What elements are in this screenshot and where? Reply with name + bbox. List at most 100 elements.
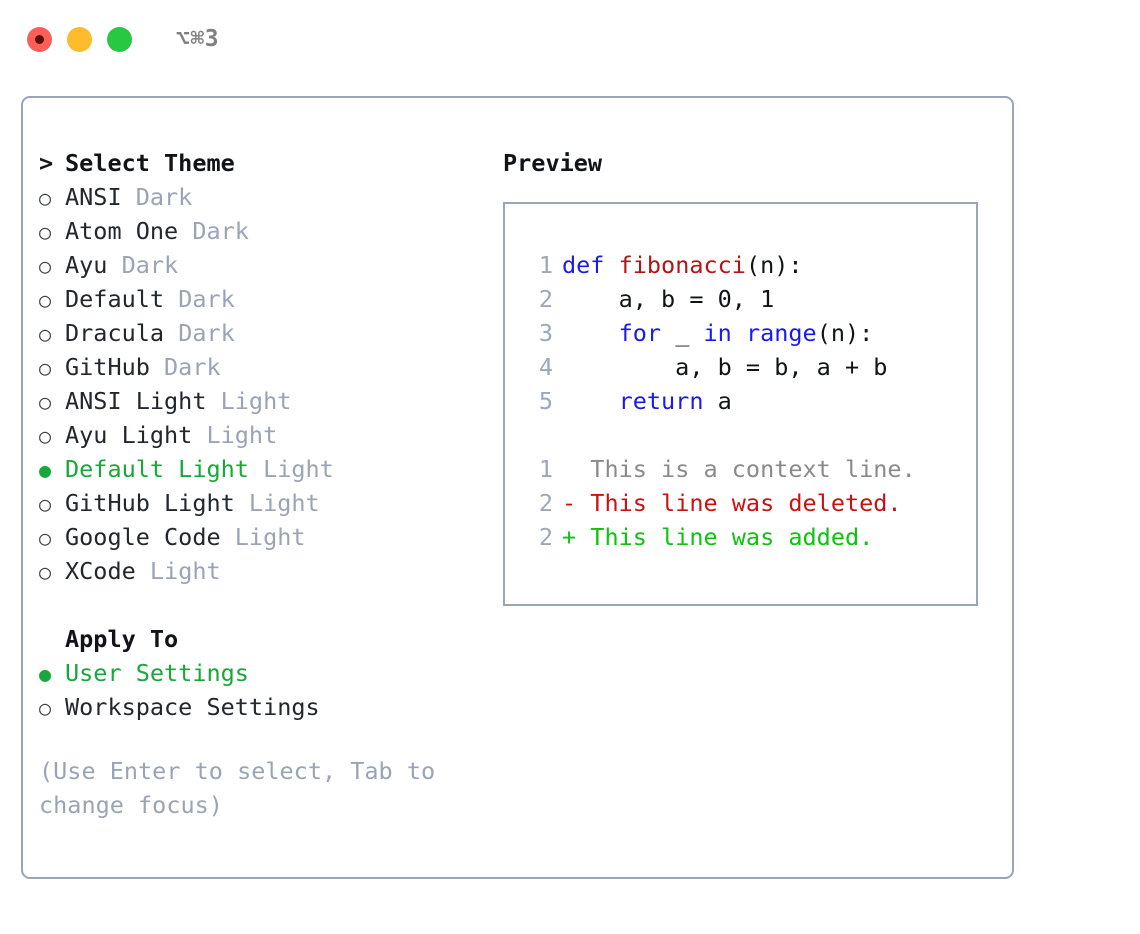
traffic-light-buttons — [27, 26, 132, 52]
theme-option-ayu-light[interactable]: ○ Ayu Light Light — [39, 418, 493, 452]
theme-option-variant-badge: Light — [192, 421, 278, 449]
diff-line-number: 2 — [538, 489, 553, 517]
radio-unselected-icon: ○ — [39, 288, 52, 312]
theme-option-label: Default Light — [65, 455, 249, 483]
code-line-content: a, b = 0, 1 — [562, 282, 775, 316]
diff-sign: + — [562, 523, 577, 551]
code-token-plain — [562, 319, 619, 347]
code-token-plain — [732, 319, 746, 347]
code-token-kw: return — [618, 387, 704, 415]
theme-option-ayu[interactable]: ○ Ayu Dark — [39, 248, 493, 282]
diff-line-del: 2- This line was deleted. — [523, 486, 976, 520]
keyboard-hint: (Use Enter to select, Tab to change focu… — [39, 754, 459, 822]
theme-selector-card: > Select Theme ○ANSI Dark○Atom One Dark○… — [21, 96, 1014, 879]
code-line-number: 2 — [538, 285, 553, 313]
diff-line-add: 2+ This line was added. — [523, 520, 976, 554]
theme-option-github-light[interactable]: ○GitHub Light Light — [39, 486, 493, 520]
theme-option-label: Ayu — [65, 251, 108, 279]
list-spacer — [39, 588, 493, 622]
radio-selected-icon: ● — [39, 458, 52, 482]
apply-to-option-user-settings[interactable]: ●User Settings — [39, 656, 493, 690]
radio-unselected-icon: ○ — [39, 526, 52, 550]
theme-option-label: Google Code — [65, 523, 221, 551]
keyboard-shortcut-label: ⌥⌘3 — [176, 26, 220, 52]
code-line-content: return a — [562, 384, 732, 418]
diff-sample: 1 This is a context line.2- This line wa… — [523, 452, 976, 554]
radio-unselected-icon: ○ — [39, 390, 52, 414]
theme-option-variant-badge: Dark — [164, 319, 235, 347]
close-button[interactable] — [27, 26, 52, 52]
theme-option-label: ANSI — [65, 183, 122, 211]
theme-option-label: Dracula — [65, 319, 165, 347]
theme-option-atom-one[interactable]: ○ Atom One Dark — [39, 214, 493, 248]
minimize-button[interactable] — [67, 26, 92, 52]
radio-unselected-icon: ○ — [39, 254, 52, 278]
code-diff-spacer — [523, 418, 976, 452]
theme-option-variant-badge: Light — [248, 455, 334, 483]
theme-option-variant-badge: Dark — [121, 183, 193, 211]
diff-line-ctx: 1 This is a context line. — [523, 452, 976, 486]
radio-unselected-icon: ○ — [39, 424, 52, 448]
radio-unselected-icon: ○ — [39, 560, 52, 584]
code-token-plain: _ — [661, 319, 704, 347]
theme-option-ansi[interactable]: ○ ANSI Dark — [39, 180, 493, 214]
code-line-number: 3 — [538, 319, 553, 347]
blank-marker — [39, 622, 65, 656]
code-line: 3 for _ in range(n): — [523, 316, 976, 350]
theme-option-label: ANSI Light — [65, 387, 207, 415]
select-theme-heading-label: Select Theme — [65, 149, 235, 177]
code-token-plain: a, b = 0, 1 — [562, 285, 775, 313]
code-token-kw: for — [618, 319, 662, 347]
theme-option-ansi-light[interactable]: ○ ANSI Light Light — [39, 384, 493, 418]
diff-sign — [562, 452, 576, 486]
radio-unselected-icon: ○ — [39, 220, 52, 244]
diff-line-text: This is a context line. — [576, 455, 916, 483]
theme-option-variant-badge: Dark — [164, 285, 235, 313]
code-line-content: def fibonacci(n): — [562, 248, 803, 282]
theme-option-default[interactable]: ○ Default Dark — [39, 282, 493, 316]
caret-icon: > — [39, 149, 54, 177]
code-line-number: 5 — [538, 387, 553, 415]
theme-option-variant-badge: Light — [234, 489, 320, 517]
apply-to-option-label: Workspace Settings — [65, 693, 320, 721]
theme-option-label: Default — [65, 285, 165, 313]
theme-option-xcode[interactable]: ○XCode Light — [39, 554, 493, 588]
keyboard-hint-line-2: change focus) — [39, 791, 223, 819]
code-token-kw: def — [562, 251, 605, 279]
maximize-button[interactable] — [107, 26, 132, 52]
radio-unselected-icon: ○ — [39, 356, 52, 380]
code-line-content: for _ in range(n): — [562, 316, 874, 350]
code-token-plain: (n): — [816, 319, 874, 347]
theme-option-variant-badge: Light — [220, 523, 306, 551]
radio-unselected-icon: ○ — [39, 492, 52, 516]
diff-line-text: This line was deleted. — [576, 489, 902, 517]
apply-to-heading-label: Apply To — [65, 625, 179, 653]
apply-to-option-workspace-settings[interactable]: ○Workspace Settings — [39, 690, 493, 724]
theme-option-label: Atom One — [65, 217, 179, 245]
code-token-plain: a, b = b, a + b — [562, 353, 888, 381]
diff-line-number: 2 — [538, 523, 553, 551]
code-token-kw: range — [745, 319, 817, 347]
theme-option-variant-badge: Light — [135, 557, 221, 585]
radio-unselected-icon: ○ — [39, 186, 52, 210]
theme-option-label: Ayu Light — [65, 421, 193, 449]
code-line-content: a, b = b, a + b — [562, 350, 887, 384]
preview-title: Preview — [503, 149, 603, 177]
title-bar: ⌥⌘3 — [0, 0, 1140, 78]
theme-option-default-light[interactable]: ● Default Light Light — [39, 452, 493, 486]
theme-option-github[interactable]: ○GitHub Dark — [39, 350, 493, 384]
theme-option-google-code[interactable]: ○ Google Code Light — [39, 520, 493, 554]
select-theme-heading: > Select Theme — [39, 146, 493, 180]
code-line: 2 a, b = 0, 1 — [523, 282, 976, 316]
theme-option-variant-badge: Dark — [149, 353, 221, 381]
code-token-plain: (n): — [745, 251, 803, 279]
theme-option-variant-badge: Light — [206, 387, 292, 415]
theme-option-variant-badge: Dark — [107, 251, 179, 279]
theme-option-variant-badge: Dark — [178, 217, 249, 245]
theme-option-dracula[interactable]: ○Dracula Dark — [39, 316, 493, 350]
theme-option-list: ○ ANSI Dark ○ Atom One Dark ○ Ayu Dark ○ Defaul… — [39, 180, 493, 588]
